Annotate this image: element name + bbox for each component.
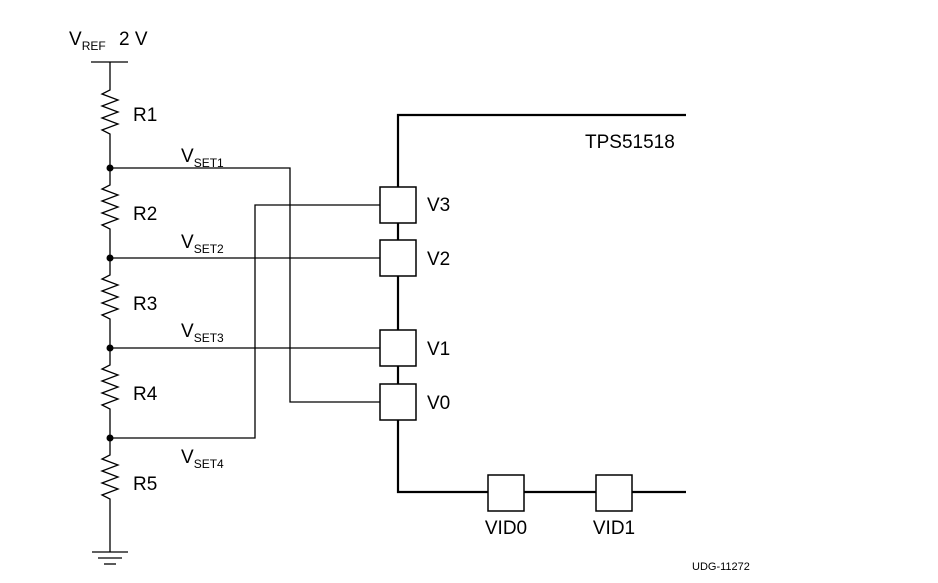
resistor-r1 <box>100 80 120 168</box>
vset2-label: VSET2 <box>181 232 224 256</box>
resistor-r2 <box>100 168 120 258</box>
vset3-label: VSET3 <box>181 321 224 345</box>
pin-v2-label: V2 <box>427 249 450 270</box>
pin-v1 <box>379 329 417 367</box>
wire-vset1 <box>110 167 380 403</box>
pin-v2 <box>379 239 417 277</box>
chip-name: TPS51518 <box>585 132 675 153</box>
figure-id: UDG-11272 <box>692 561 750 573</box>
vref-label: VREF <box>69 29 106 53</box>
resistor-r4-label: R4 <box>133 384 158 405</box>
vset1-label: VSET1 <box>181 146 224 170</box>
resistor-r5-label: R5 <box>133 474 157 495</box>
pin-v1-label: V1 <box>427 339 450 360</box>
chip-outline-bottom <box>396 420 488 494</box>
resistor-r3 <box>100 258 120 348</box>
pin-v0 <box>379 383 417 421</box>
pin-vid1 <box>595 474 633 512</box>
chip-outline-top <box>396 113 686 187</box>
pin-v3 <box>379 186 417 224</box>
pin-v0-label: V0 <box>427 393 450 414</box>
pin-vid0 <box>487 474 525 512</box>
wire-vset4 <box>110 204 380 439</box>
resistor-r3-label: R3 <box>133 294 157 315</box>
pin-vid0-label: VID0 <box>485 518 527 539</box>
pin-vid1-label: VID1 <box>593 518 635 539</box>
resistor-r5 <box>100 438 120 552</box>
resistor-r1-label: R1 <box>133 105 157 126</box>
vset4-label: VSET4 <box>181 447 224 471</box>
resistor-r4 <box>100 348 120 438</box>
resistor-r2-label: R2 <box>133 204 157 225</box>
pin-v3-label: V3 <box>427 195 450 216</box>
vref-value: 2 V <box>119 29 148 50</box>
